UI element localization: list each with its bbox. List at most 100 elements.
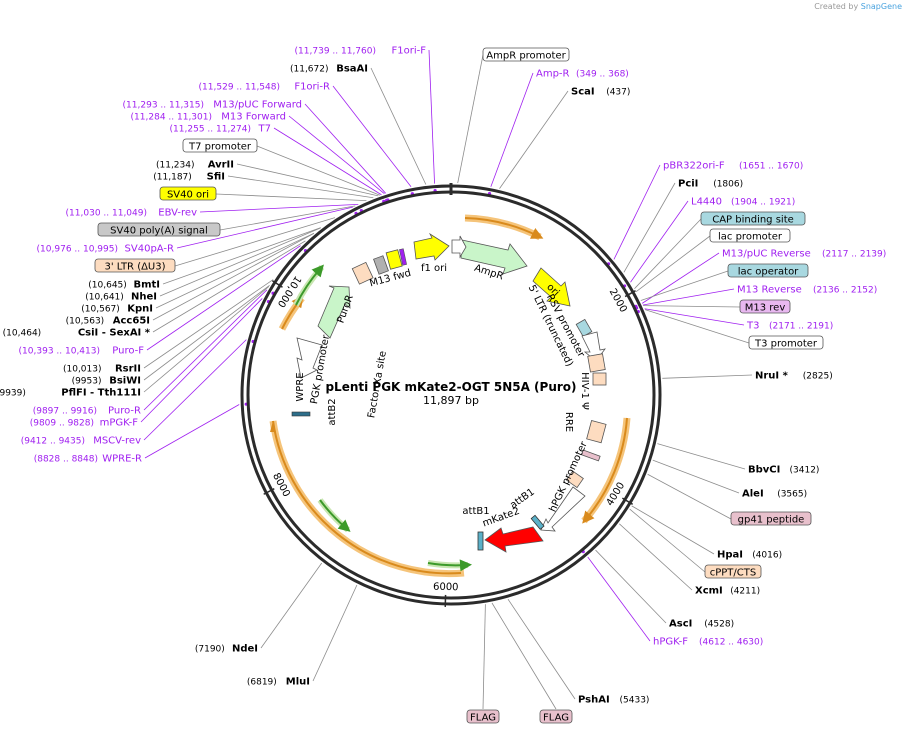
map-label-box: cPPT/CTS <box>704 564 762 579</box>
svg-text:(6819): (6819) <box>247 678 277 688</box>
credit: Created by SnapGene <box>814 2 902 11</box>
svg-text:M13 Reverse: M13 Reverse <box>737 285 802 296</box>
ltr-5-box <box>587 353 606 373</box>
leader-line <box>490 72 534 187</box>
svg-text:(10,645): (10,645) <box>88 281 127 291</box>
svg-text:SV40 ori: SV40 ori <box>167 190 209 201</box>
leader-line <box>215 193 367 202</box>
svg-text:(9939): (9939) <box>0 389 26 399</box>
svg-text:gp41 peptide: gp41 peptide <box>738 515 805 526</box>
svg-text:cPPT/CTS: cPPT/CTS <box>710 568 756 579</box>
map-label-primer: L4440(1904 .. 1921) <box>691 197 795 208</box>
leader-line <box>647 473 732 520</box>
svg-text:XcmI: XcmI <box>695 586 723 597</box>
map-label-enzyme: RsrII(10,013) <box>63 364 141 375</box>
svg-text:FLAG: FLAG <box>470 713 496 724</box>
svg-text:SV40 poly(A) signal: SV40 poly(A) signal <box>110 226 208 237</box>
map-label-enzyme: HpaI(4016) <box>717 550 782 561</box>
svg-text:(10,567): (10,567) <box>81 305 120 315</box>
ori-arrow <box>532 267 571 307</box>
map-label-primer: T7 (11,255 .. 11,274) <box>170 124 271 135</box>
map-label-box: FLAG <box>466 709 500 724</box>
map-label-enzyme: XcmI(4211) <box>695 586 760 597</box>
svg-text:T3 promoter: T3 promoter <box>754 339 818 350</box>
leader-line <box>644 309 750 344</box>
leader-line <box>641 252 720 304</box>
svg-text:(2136 .. 2152): (2136 .. 2152) <box>813 286 877 296</box>
leader-line <box>428 49 435 184</box>
map-label-enzyme: SfiI(11,187) <box>153 172 225 183</box>
leader-line <box>256 145 381 196</box>
map-label-primer: M13 Reverse (2136 .. 2152) <box>737 285 877 296</box>
leader-line <box>143 289 268 411</box>
svg-text:(4612 .. 4630): (4612 .. 4630) <box>699 638 763 648</box>
feature-label: RRE <box>563 412 574 432</box>
green-arc-1-line <box>319 499 351 532</box>
svg-text:3' LTR (ΔU3): 3' LTR (ΔU3) <box>104 262 165 273</box>
lentiviral-orange-arc-1 <box>464 214 542 241</box>
leader-line <box>643 305 741 308</box>
svg-text:M13/pUC Forward: M13/pUC Forward <box>213 100 302 111</box>
svg-text:(2171 .. 2191): (2171 .. 2191) <box>769 322 833 332</box>
map-label-primer: F1ori-F(11,739 .. 11,760) <box>295 46 427 57</box>
ampr-arrow <box>460 239 528 275</box>
leader-line <box>640 270 729 301</box>
leader-line <box>457 54 484 184</box>
feature-shapes <box>291 232 607 553</box>
tick-mark <box>624 290 636 298</box>
leader-line <box>227 175 374 199</box>
svg-text:L4440: L4440 <box>691 197 722 208</box>
leader-line <box>644 308 745 326</box>
leader-line <box>630 200 689 283</box>
f1-ori-arrow <box>413 232 450 261</box>
svg-text:(11,255 .. 11,274): (11,255 .. 11,274) <box>170 125 251 135</box>
svg-text:PflFI - Tth111I: PflFI - Tth111I <box>61 388 141 399</box>
feature-label: attB1 <box>462 506 489 517</box>
leader-line <box>631 505 715 555</box>
map-label-enzyme: NdeI(7190) <box>195 644 258 655</box>
svg-text:AscI: AscI <box>669 619 692 630</box>
svg-text:(11,187): (11,187) <box>153 173 192 183</box>
leader-line <box>332 85 412 188</box>
puror-arrow <box>317 285 351 339</box>
map-label-box: FLAG <box>539 709 573 724</box>
map-label-enzyme: AscI(4528) <box>669 619 734 630</box>
svg-text:(11,284 .. 11,301): (11,284 .. 11,301) <box>131 113 212 123</box>
leader-line <box>657 443 746 470</box>
svg-text:M13 rev: M13 rev <box>745 303 786 314</box>
map-label-box: AmpR promoter <box>482 47 570 62</box>
map-label-primer: T3(2171 .. 2191) <box>746 321 833 332</box>
svg-text:PshAI: PshAI <box>578 695 610 706</box>
svg-text:T7: T7 <box>258 124 271 135</box>
svg-text:(1806): (1806) <box>713 180 743 190</box>
leader-line <box>634 218 702 290</box>
svg-text:Acc65I: Acc65I <box>113 316 150 327</box>
svg-text:AleI: AleI <box>742 489 764 500</box>
map-label-primer: pBR322ori-F(1651 .. 1670) <box>663 161 803 172</box>
map-label-enzyme: MluI(6819) <box>247 677 310 688</box>
sv40-polya-box <box>373 255 389 275</box>
ampr-promoter-arrow <box>451 235 467 259</box>
backbone-orange-arrowhead-3 <box>270 421 276 432</box>
map-label-box: T7 promoter <box>182 138 258 153</box>
ltr-3-box <box>351 261 374 285</box>
map-label-enzyme: NheI(10,641) <box>85 292 157 303</box>
attb1-right-box <box>530 514 545 530</box>
map-label-primer: Puro-R(9897 .. 9916) <box>33 406 141 417</box>
svg-text:BsiWI: BsiWI <box>109 376 141 387</box>
map-label-primer: MSCV-rev(9412 .. 9435) <box>21 436 141 447</box>
leader-line <box>236 163 379 197</box>
leader-line <box>162 227 321 285</box>
svg-text:KpnI: KpnI <box>127 304 153 315</box>
svg-text:FLAG: FLAG <box>543 713 569 724</box>
svg-text:(10,013): (10,013) <box>63 365 102 375</box>
leader-line <box>613 164 661 260</box>
svg-text:(10,393 .. 10,413): (10,393 .. 10,413) <box>19 347 100 357</box>
lentiviral-orange-arc-1-line <box>464 217 544 239</box>
svg-text:Puro-R: Puro-R <box>108 406 141 417</box>
plasmid-length: 11,897 bp <box>423 394 479 407</box>
svg-text:(3412): (3412) <box>790 466 820 476</box>
leader-line <box>635 235 711 292</box>
cppt-box <box>565 470 584 489</box>
map-label-enzyme: PciI(1806) <box>678 179 743 190</box>
